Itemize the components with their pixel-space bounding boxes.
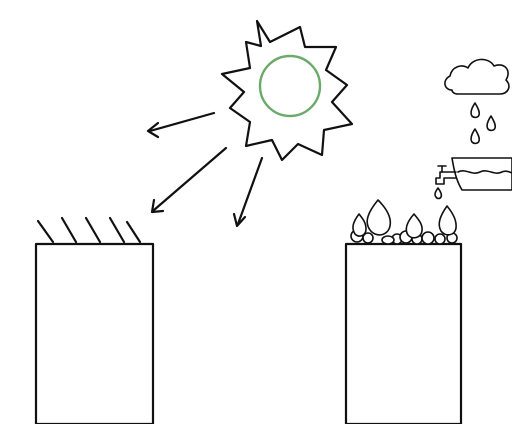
sun-ring <box>258 54 322 118</box>
water-tank-icon <box>451 157 512 191</box>
pebble-pile-icon <box>350 199 458 245</box>
arrow-left <box>146 111 216 139</box>
tap-icon <box>434 165 457 200</box>
right-block <box>344 199 463 424</box>
arrow-down <box>232 156 264 228</box>
sun-icon <box>220 19 354 162</box>
roof-spikes <box>36 216 142 244</box>
raindrop-icon <box>470 102 481 119</box>
cloud-icon <box>444 58 510 95</box>
left-block <box>34 216 155 424</box>
raindrops <box>470 102 497 145</box>
sun-rays-arrows <box>146 111 264 228</box>
arrow-down-left <box>150 146 228 214</box>
raindrop-icon <box>434 187 443 200</box>
raindrop-icon <box>470 128 481 145</box>
raindrop-icon <box>486 115 497 132</box>
